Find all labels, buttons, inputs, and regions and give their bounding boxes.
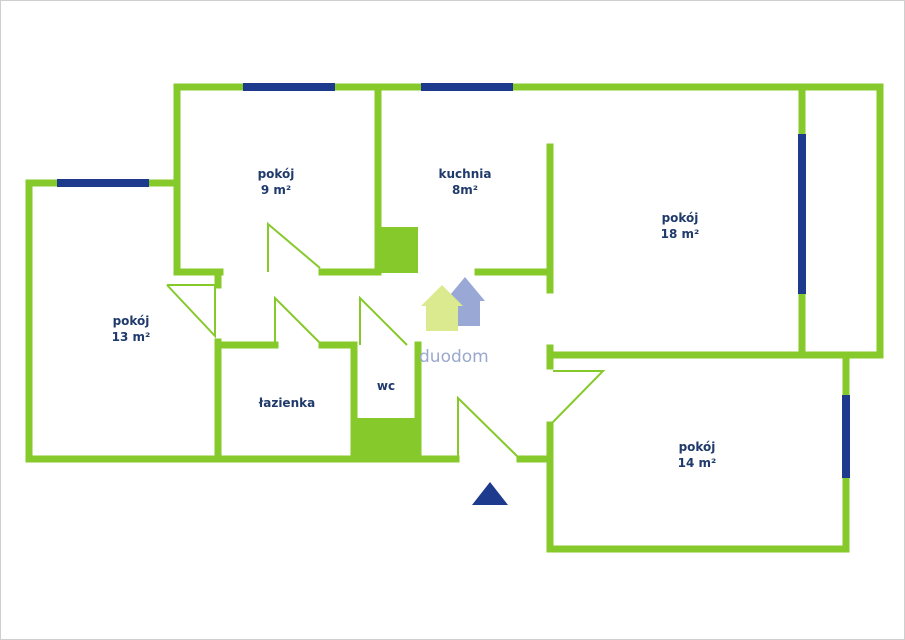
room-kuchnia-name: kuchnia [439,167,492,181]
room-pokoj-14-area: 14 m² [678,456,717,470]
room-lazienka-name: łazienka [258,396,315,410]
door-swing-wc [359,295,408,346]
room-pokoj-13-name: pokój [113,314,150,328]
house-logo-icon [421,277,485,331]
room-pokoj-18-name: pokój [662,211,699,225]
door-swing-entry [457,395,521,460]
door-swing-r13 [166,284,216,339]
room-pokoj-14-name: pokój [679,440,716,454]
kitchen-fixture-block [375,227,418,273]
wc-fixture-block [351,418,421,462]
room-pokoj-9-area: 9 m² [261,183,291,197]
room-labels: pokój 9 m² kuchnia 8m² pokój 18 m² pokój… [112,167,717,470]
room-kuchnia-area: 8m² [452,183,478,197]
door-swing-r9 [267,221,321,272]
room-pokoj-18-area: 18 m² [661,227,700,241]
logo-house-front [421,285,463,331]
door-swing-bath [274,295,323,346]
room-pokoj-9-name: pokój [258,167,295,181]
door-swing-r14 [552,370,606,423]
room-pokoj-13-area: 13 m² [112,330,151,344]
doors [166,221,606,460]
room-wc-name: wc [377,379,395,393]
windows [57,83,850,478]
logo-text: duodom [419,347,489,367]
triangle-up-icon [472,482,508,505]
